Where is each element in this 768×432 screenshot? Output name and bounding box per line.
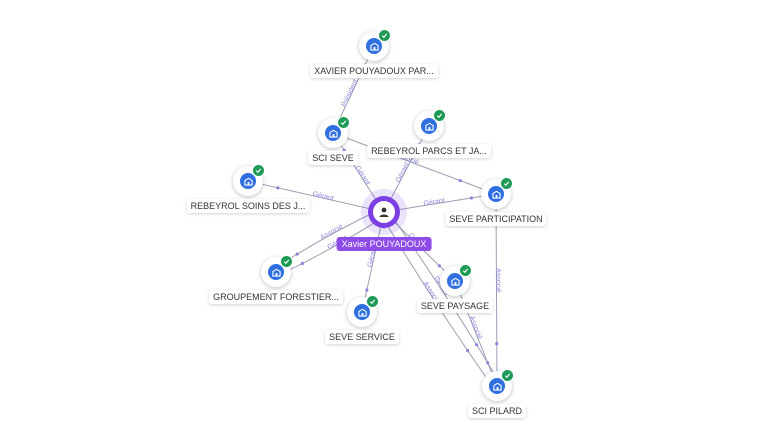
company-node[interactable] bbox=[481, 177, 513, 209]
edge-arrow-marker bbox=[458, 178, 462, 183]
verified-check-icon bbox=[459, 264, 472, 277]
company-icon bbox=[354, 304, 370, 320]
center-person-label[interactable]: Xavier POUYADOUX bbox=[336, 237, 432, 251]
company-node-label[interactable]: SCI PILARD bbox=[467, 404, 527, 418]
company-icon bbox=[421, 118, 437, 134]
company-icon bbox=[240, 173, 256, 189]
company-node-label[interactable]: SCI SEVE bbox=[308, 151, 358, 165]
company-node-label[interactable]: SEVE PAYSAGE bbox=[416, 299, 494, 313]
edge-label: Gérant bbox=[312, 191, 334, 203]
company-icon bbox=[488, 186, 504, 202]
edge-label: Gérant bbox=[354, 165, 372, 187]
edge-arrow-marker bbox=[300, 261, 304, 266]
verified-check-icon bbox=[337, 116, 350, 129]
relation-edge bbox=[332, 132, 497, 195]
verified-check-icon bbox=[366, 295, 379, 308]
edge-label: Associé bbox=[494, 268, 501, 293]
edge-label: Président bbox=[341, 78, 360, 108]
edge-arrow-marker bbox=[475, 343, 479, 347]
company-icon bbox=[268, 264, 284, 280]
edge-arrow-marker bbox=[495, 342, 499, 346]
edge-arrow-marker bbox=[437, 264, 441, 268]
company-node-label[interactable]: XAVIER POUYADOUX PAR... bbox=[310, 64, 438, 78]
company-node[interactable] bbox=[347, 295, 379, 327]
company-node[interactable] bbox=[261, 255, 293, 287]
edge-label: Gérant bbox=[423, 197, 445, 207]
verified-check-icon bbox=[501, 369, 514, 382]
company-node[interactable] bbox=[359, 29, 391, 61]
company-node-label[interactable]: SEVE SERVICE bbox=[325, 330, 399, 344]
verified-check-icon bbox=[433, 109, 446, 122]
company-icon bbox=[325, 125, 341, 141]
company-node[interactable] bbox=[482, 369, 514, 401]
company-node-label[interactable]: GROUPEMENT FORESTIER... bbox=[209, 290, 343, 304]
center-person-node[interactable] bbox=[368, 196, 400, 229]
edge-arrow-marker bbox=[276, 186, 280, 190]
company-node[interactable] bbox=[440, 264, 472, 296]
company-icon bbox=[489, 378, 505, 394]
edge-label: Associé bbox=[467, 315, 483, 340]
edge-label: Gérant bbox=[367, 245, 378, 267]
person-icon bbox=[373, 201, 395, 223]
edge-arrow-marker bbox=[466, 349, 470, 353]
company-node[interactable] bbox=[318, 116, 350, 148]
company-node[interactable] bbox=[414, 109, 446, 141]
company-icon bbox=[447, 273, 463, 289]
edge-arrow-marker bbox=[486, 361, 490, 365]
verified-check-icon bbox=[252, 164, 265, 177]
verified-check-icon bbox=[500, 177, 513, 190]
company-node[interactable] bbox=[233, 164, 265, 196]
edge-label: Gérant bbox=[395, 161, 411, 183]
verified-check-icon bbox=[378, 29, 391, 42]
edge-arrow-marker bbox=[365, 288, 369, 292]
company-node-label[interactable]: REBEYROL SOINS DES J... bbox=[186, 199, 310, 213]
company-node-label[interactable]: SEVE PARTICIPATION bbox=[445, 212, 547, 226]
edge-arrow-marker bbox=[469, 196, 473, 200]
company-icon bbox=[366, 38, 382, 54]
company-node-label[interactable]: REBEYROL PARCS ET JA... bbox=[367, 144, 491, 158]
verified-check-icon bbox=[280, 255, 293, 268]
edge-arrow-marker bbox=[295, 252, 299, 256]
